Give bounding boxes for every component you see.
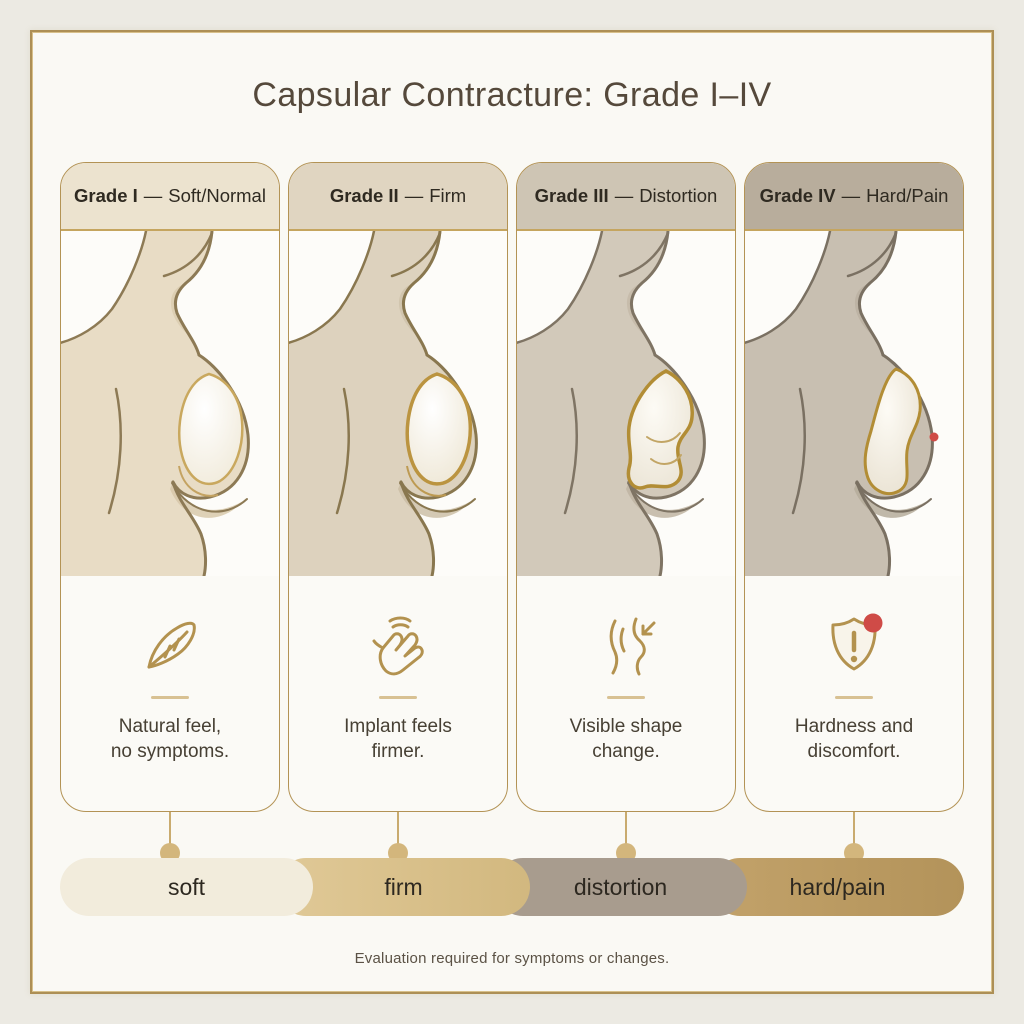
divider xyxy=(151,696,189,699)
divider xyxy=(835,696,873,699)
divider xyxy=(379,696,417,699)
torso-illustration-grade-2 xyxy=(289,231,507,576)
scale-segment-firm: firm xyxy=(277,858,530,916)
severity-scale-bar: soft firm distortion hard/pain xyxy=(60,858,964,916)
torso-illustration-grade-1 xyxy=(61,231,279,576)
grade-label: Grade II xyxy=(329,185,399,206)
scale-segment-hard-pain: hard/pain xyxy=(711,858,964,916)
card-grade-3: Grade III — Distortion xyxy=(516,162,736,812)
body-shape-arrow-icon xyxy=(609,617,656,676)
card-grade-2: Grade II — Firm xyxy=(288,162,508,812)
card-grade-4-details: Hardness and discomfort. xyxy=(745,576,963,811)
torso-illustration-grade-4 xyxy=(745,231,963,576)
card-grade-3-details: Visible shape change. xyxy=(517,576,735,811)
card-grade-1-header: Grade I — Soft/Normal xyxy=(61,163,279,231)
scale-segment-distortion: distortion xyxy=(494,858,747,916)
grade-cards-row: Grade I — Soft/Normal xyxy=(60,162,964,812)
shield-alert-icon xyxy=(831,613,883,671)
separator: — xyxy=(614,185,634,206)
card-grade-2-header: Grade II — Firm xyxy=(289,163,507,231)
patting-hand-icon xyxy=(372,616,424,676)
card-grade-4: Grade IV — Hard/Pain xyxy=(744,162,964,812)
grade-label: Grade I xyxy=(74,185,138,206)
feather-icon xyxy=(147,621,196,669)
grade-name: Firm xyxy=(429,185,467,206)
grade-name: Soft/Normal xyxy=(168,185,266,206)
divider xyxy=(607,696,645,699)
card-grade-1: Grade I — Soft/Normal xyxy=(60,162,280,812)
infographic-poster: Capsular Contracture: Grade I–IV Grade I… xyxy=(30,30,994,994)
grade-4-description: Hardness and discomfort. xyxy=(794,716,914,763)
page-title: Capsular Contracture: Grade I–IV xyxy=(252,76,772,114)
card-grade-3-header: Grade III — Distortion xyxy=(517,163,735,231)
connector-line-grade-4 xyxy=(853,812,855,850)
grade-name: Distortion xyxy=(639,185,718,206)
grade-label: Grade IV xyxy=(759,185,836,206)
grade-1-description: Natural feel, no symptoms. xyxy=(110,716,230,763)
separator: — xyxy=(841,185,861,206)
connector-line-grade-2 xyxy=(397,812,399,850)
torso-illustration-grade-3 xyxy=(517,231,735,576)
grade-label: Grade III xyxy=(534,185,609,206)
card-grade-1-details: Natural feel, no symptoms. xyxy=(61,576,279,811)
connector-line-grade-1 xyxy=(169,812,171,850)
scale-segment-soft: soft xyxy=(60,858,313,916)
footer-note: Evaluation required for symptoms or chan… xyxy=(354,950,670,967)
grade-3-description: Visible shape change. xyxy=(569,716,683,763)
separator: — xyxy=(404,185,424,206)
grade-2-description: Implant feels firmer. xyxy=(344,716,452,763)
card-grade-2-details: Implant feels firmer. xyxy=(289,576,507,811)
separator: — xyxy=(143,185,163,206)
grade-name: Hard/Pain xyxy=(866,185,949,206)
card-grade-4-header: Grade IV — Hard/Pain xyxy=(745,163,963,231)
connector-line-grade-3 xyxy=(625,812,627,850)
alert-dot xyxy=(863,613,883,633)
